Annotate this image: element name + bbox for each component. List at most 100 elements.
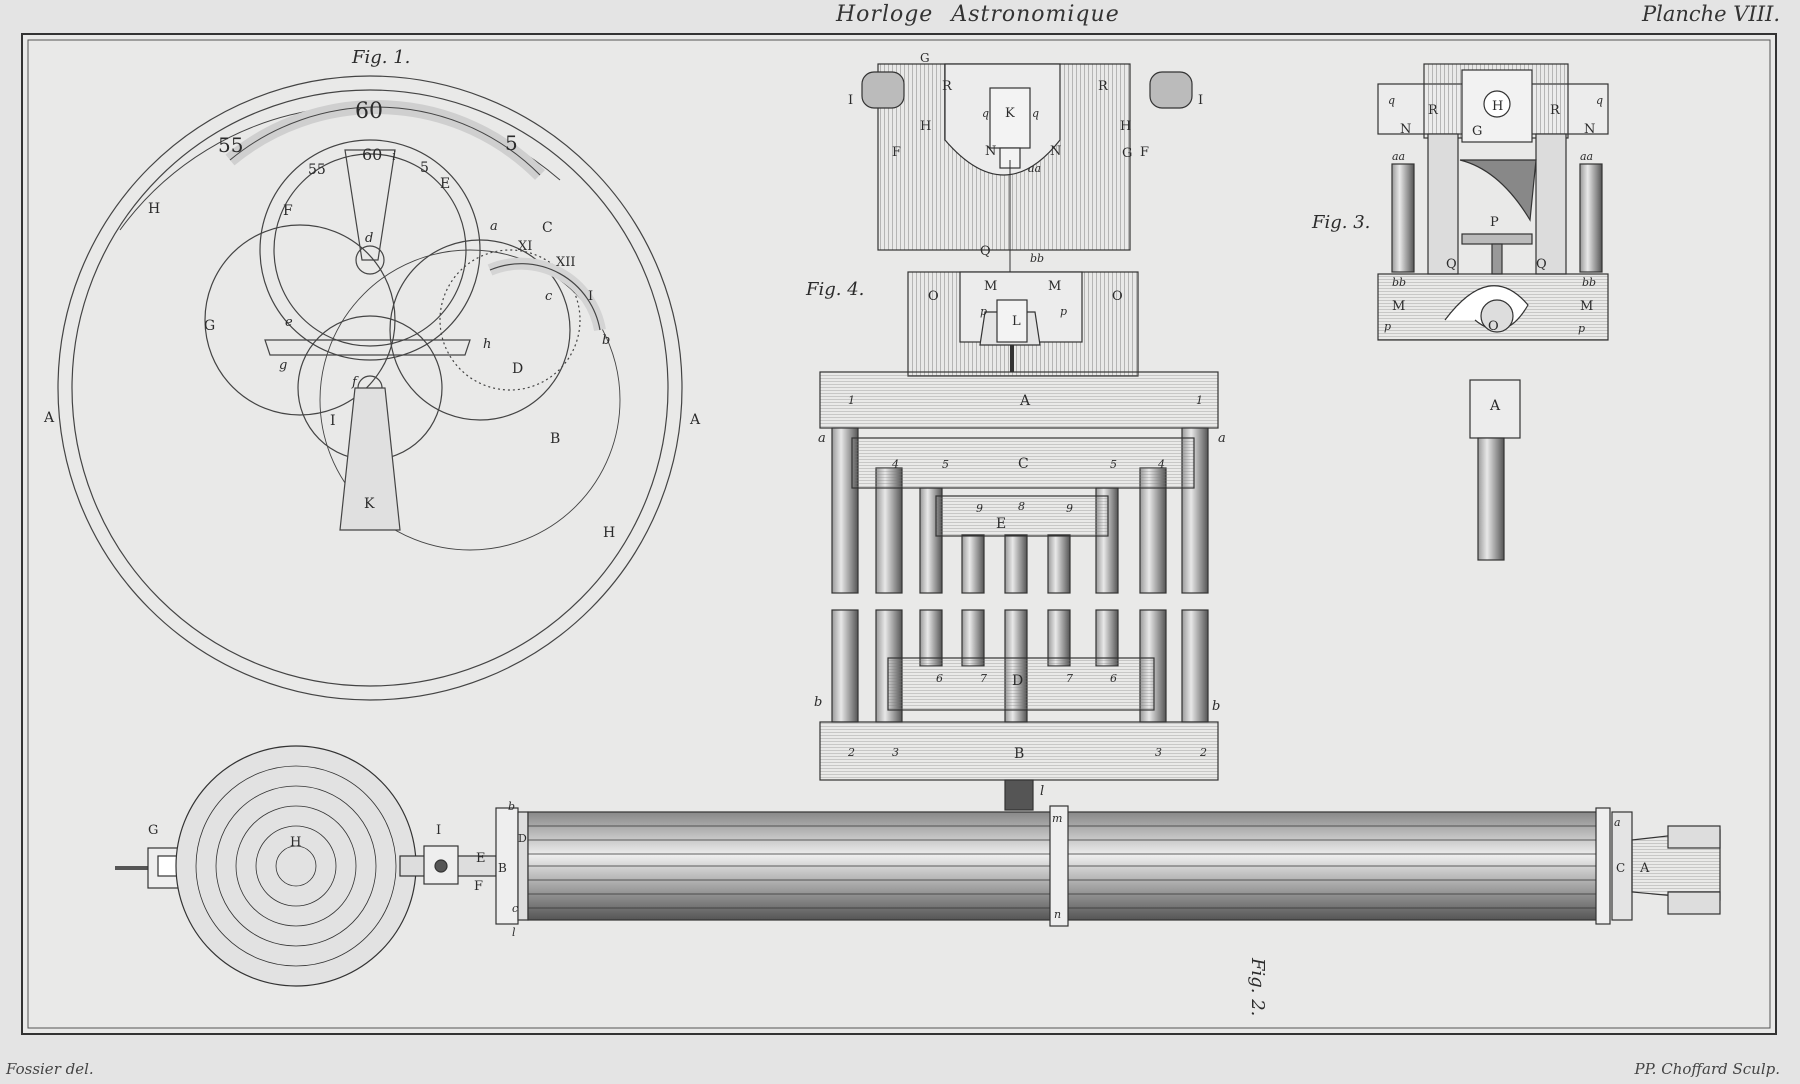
fig4-label-aa: aa [1028,162,1041,175]
fig4-label-K: K [1005,106,1015,121]
fig4-label-M-left: M [984,279,997,294]
fig4-label-p-right: p [1060,305,1067,318]
fig2-label-F: F [474,879,483,894]
fig4-label-F-left: F [892,145,901,160]
fig3-label-N-left: N [1400,122,1411,137]
fig4-num-1-left: 1 [848,394,855,407]
fig3-label-q-right: q [1596,94,1603,107]
fig3-label-O: O [1488,319,1499,334]
fig3-label-aa-right: aa [1580,150,1593,163]
fig1-caption: Fig. 1. [351,47,410,68]
figure-4-labels: Fig. 4. G I I R R H H F F K N N G Q M M … [805,51,1226,799]
fig4-label-a-left: a [818,431,826,446]
fig3-label-bb-right: bb [1582,276,1596,289]
fig2-label-B: B [498,861,507,875]
figure-1-dial-work: Fig. 1. 60 55 5 60 55 5 XI XII I A A H H… [43,47,701,701]
fig4-label-R-right: R [1098,79,1109,94]
fig2-label-c: c [512,902,518,915]
fig4-num-8: 8 [1018,500,1025,513]
fig1-label-A-left: A [43,410,55,426]
fig4-label-E: E [996,516,1006,532]
fig4-label-R-left: R [942,79,953,94]
fig1-label-f: f [351,375,359,390]
fig2-label-m: m [1052,812,1062,825]
fig4-num-1-right: 1 [1196,394,1203,407]
fig2-label-A: A [1639,861,1650,876]
fig4-label-I-right: I [1198,93,1203,108]
fig3-label-N-right: N [1584,122,1595,137]
fig3-label-aa-left: aa [1392,150,1405,163]
figure-2-pendulum: Fig. 2. G H I F E A B C D a b c l m n [115,745,1721,1016]
fig4-label-q-left: q [982,107,989,120]
fig1-roman-xii: XII [556,255,576,270]
fig3-label-bb-left: bb [1392,276,1406,289]
fig1-roman-i: I [588,289,593,304]
fig2-label-C: C [1616,861,1625,875]
fig4-label-D: D [1012,673,1023,689]
fig4-label-bb: bb [1030,252,1044,265]
fig2-label-a: a [1614,816,1621,829]
fig4-num-4-left: 4 [891,458,899,471]
fig4-num-6-right: 6 [1110,672,1117,685]
fig4-label-B: B [1014,746,1024,762]
fig1-num-5-outer: 5 [505,131,518,155]
fig3-label-Q-right: Q [1536,257,1547,272]
fig4-label-l: l [1040,784,1044,799]
fig1-label-H-upper: H [148,201,160,217]
fig2-label-D: D [518,832,527,845]
fig3-label-H: H [1492,99,1503,114]
fig1-label-d: d [365,231,373,246]
fig4-label-C: C [1018,456,1029,472]
fig4-num-5-right: 5 [1110,458,1117,471]
figure-3-suspension: Fig. 3. H R R N N G P Q Q M M O A q q aa… [1311,63,1609,561]
fig4-num-7-left: 7 [980,672,987,685]
fig1-label-B: B [550,431,560,447]
fig4-label-H-left: H [920,119,931,134]
fig1-label-I: I [330,413,336,429]
fig3-label-P: P [1490,215,1499,230]
fig3-label-R-left: R [1428,103,1439,118]
fig4-label-O-left: O [928,289,939,304]
fig3-label-q-left: q [1388,94,1395,107]
fig4-label-b-right: b [1212,699,1220,714]
fig4-label-G-top: G [920,51,930,65]
pendulum-bob [175,745,417,987]
fig4-label-N-left: N [985,144,996,159]
fig4-num-5-left: 5 [942,458,949,471]
fig2-label-l: l [512,926,516,939]
fig1-label-i: i [392,149,396,164]
fig4-label-H-right: H [1120,119,1131,134]
fig4-label-F-right: F [1140,145,1149,160]
fig1-label-G: G [204,318,215,334]
fig1-label-e: e [285,315,293,330]
fig3-label-p-right: p [1578,322,1585,335]
fig3-label-M-right: M [1580,299,1593,314]
fig1-roman-xi: XI [518,239,532,254]
fig1-label-c: c [545,289,553,304]
fig1-label-C: C [542,220,553,236]
fig1-label-K: K [364,496,375,512]
fig4-label-M-right: M [1048,279,1061,294]
fig4-num-2-right: 2 [1199,746,1207,759]
fig1-label-D: D [512,361,523,377]
fig1-label-E: E [440,176,450,192]
fig4-label-N-right: N [1050,144,1061,159]
fig4-num-7-right: 7 [1066,672,1073,685]
fig4-label-q-right: q [1032,107,1039,120]
fig4-label-Q: Q [980,244,991,259]
fig2-label-H: H [290,835,301,850]
fig1-label-H-lower: H [603,525,615,541]
fig3-label-R-right: R [1550,103,1561,118]
fig1-label-g: g [279,358,287,373]
fig4-label-b-left: b [814,695,822,710]
draughtsman-credit: Fossier del. [6,1060,94,1078]
fig1-num-5-inner: 5 [420,160,429,176]
fig4-label-I-left: I [848,93,853,108]
fig2-label-G: G [148,823,158,838]
fig1-num-55-inner: 55 [308,162,326,178]
fig4-num-6-left: 6 [936,672,943,685]
title-word-horloge: Horloge [836,2,934,27]
fig2-label-E: E [476,851,486,866]
